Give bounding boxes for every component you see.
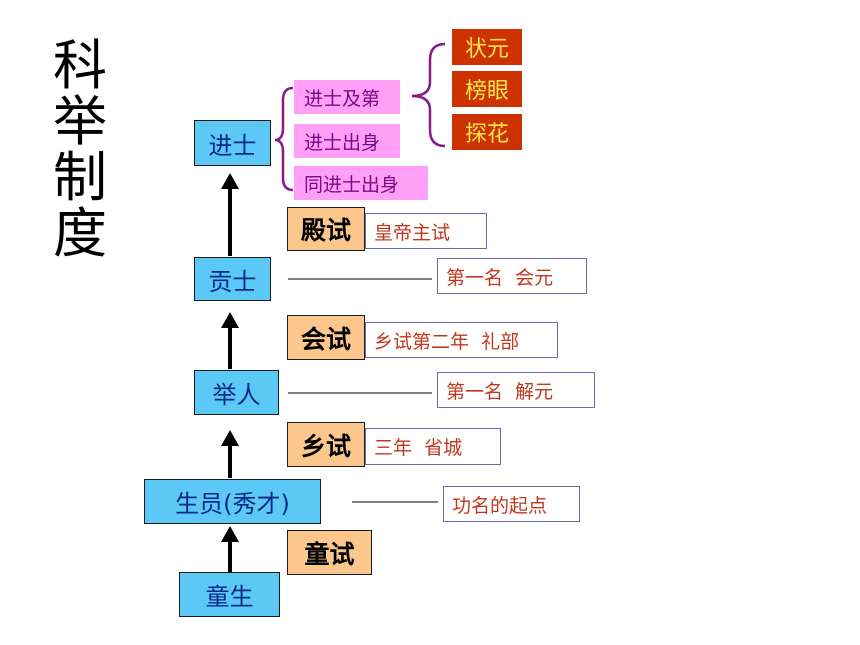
arrow-shengyuan-to-juren — [221, 430, 239, 478]
arrow-tongsheng-to-shengyuan — [221, 526, 239, 572]
diagram-title: 科 举 制 度 — [40, 38, 120, 262]
rank-zhuangyuan: 状元 — [451, 28, 523, 66]
title-char-4: 度 — [53, 202, 107, 265]
stage-shengyuan: 生员(秀才) — [144, 479, 321, 524]
exam-huishi: 会试 — [287, 315, 365, 360]
rank-bangyan: 榜眼 — [451, 70, 523, 108]
stage-gongshi: 贡士 — [194, 257, 271, 301]
brace-top-ranks — [411, 42, 446, 148]
exam-tongshi: 童试 — [287, 530, 372, 575]
exam-dianshi: 殿试 — [287, 207, 365, 251]
note-juren-first: 第一名 解元 — [437, 372, 595, 408]
title-char-1: 科 — [53, 34, 107, 97]
jinshi-class-3: 同进士出身 — [294, 166, 428, 200]
brace-jinshi-classes — [274, 86, 294, 192]
title-char-3: 制 — [53, 146, 107, 209]
note-huishi-detail: 乡试第二年 礼部 — [365, 322, 558, 358]
jinshi-class-2: 进士出身 — [294, 124, 400, 158]
note-dianshi-detail: 皇帝主试 — [365, 213, 487, 249]
rank-tanhua: 探花 — [451, 113, 523, 151]
arrow-juren-to-gongshi — [221, 312, 239, 369]
jinshi-class-1: 进士及第 — [294, 80, 400, 114]
note-gongshi-first: 第一名 会元 — [437, 258, 587, 294]
note-xiangshi-detail: 三年 省城 — [365, 428, 501, 465]
title-char-2: 举 — [53, 90, 107, 153]
note-tongshi-dest: 功名的起点 — [443, 486, 580, 522]
arrow-gongshi-to-jinshi — [221, 173, 239, 256]
stage-jinshi: 进士 — [194, 120, 271, 166]
exam-xiangshi: 乡试 — [287, 422, 365, 467]
stage-tongsheng: 童生 — [179, 572, 280, 617]
stage-juren: 举人 — [194, 370, 279, 415]
